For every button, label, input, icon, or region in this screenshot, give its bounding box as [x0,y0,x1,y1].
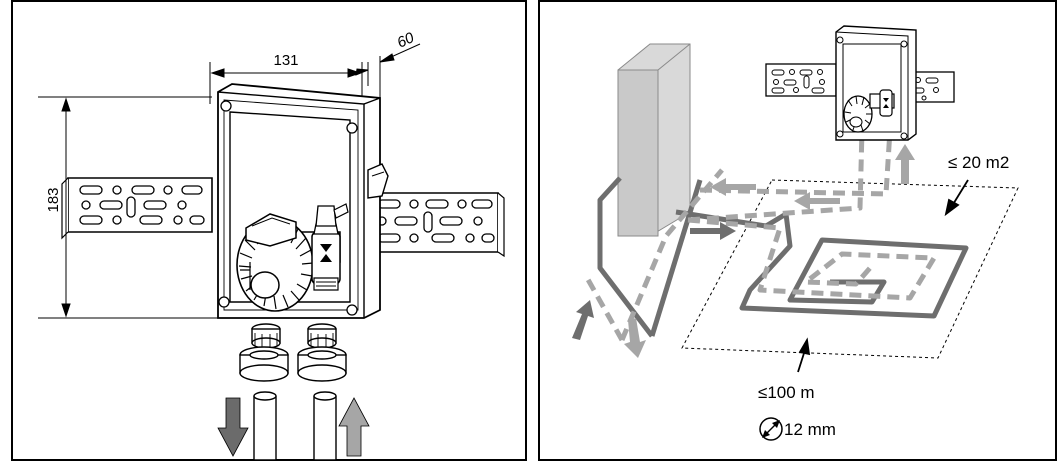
box-housing-small [835,25,917,141]
arrow-left-icon [794,192,840,210]
arrow-up-icon [895,144,915,184]
arrow-down-icon [217,397,249,457]
arrow-up-icon [572,300,594,340]
dimension-height-label: 183 [45,187,62,212]
arrow-down-icon [624,318,646,358]
diameter-label: 12 mm [784,420,836,439]
heated-area-outline [681,179,1019,359]
pipe-fittings [239,323,347,382]
arrow-left-icon [710,178,756,196]
length-pointer [797,337,811,373]
radiator [617,43,691,237]
thermostatic-valve [236,203,349,312]
dimension-height [38,96,220,319]
arrow-up-icon [338,397,370,457]
area-label: ≤ 20 m2 [948,153,1009,172]
length-label: ≤100 m [758,383,815,402]
mounting-rail-left [61,177,213,240]
left-panel: 131 183 60 [11,0,527,461]
dimension-depth [349,43,421,98]
dimension-depth-label: 60 [395,29,418,52]
supply-pipes [253,391,337,461]
arrow-right-icon [690,222,736,240]
area-pointer [944,179,969,217]
mounting-rail-right [363,192,505,258]
return-pipe-dashed [583,129,937,342]
diameter-icon [759,417,783,441]
dimension-width-label: 131 [273,52,298,69]
right-panel: ≤ 20 m2 ≤100 m 12 mm [538,0,1057,461]
